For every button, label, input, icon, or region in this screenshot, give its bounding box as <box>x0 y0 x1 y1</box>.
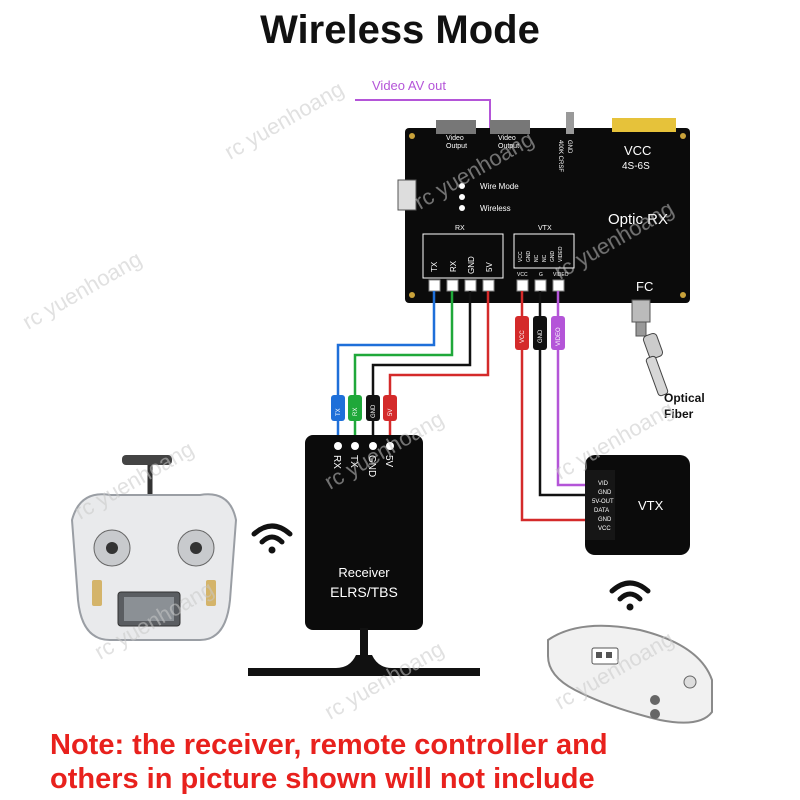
board-vtx-g: G <box>539 272 543 278</box>
svg-text:NC: NC <box>534 254 540 262</box>
sleeve-label-tx: TX <box>336 408 342 416</box>
rx-wire-sleeves: TX RX GND 5V <box>331 395 397 421</box>
vtx-group-label: VTX <box>538 225 552 232</box>
wire-5v <box>388 291 490 395</box>
svg-text:GND: GND <box>550 251 556 263</box>
sleeve-label-rx: RX <box>353 408 359 416</box>
remote-controller-image <box>70 455 238 641</box>
wire-mode-label: Wire Mode <box>480 182 519 191</box>
video-output-1-line1: Video <box>446 135 464 142</box>
video-av-out-label: Video AV out <box>372 78 446 93</box>
svg-text:NC: NC <box>542 254 548 262</box>
video-output-2-line1: Video <box>498 135 516 142</box>
receiver-label: Receiver <box>338 565 390 580</box>
svg-text:VID: VID <box>598 481 609 487</box>
sleeve-label-vcc: VCC <box>520 330 526 343</box>
svg-text:5V-OUT: 5V-OUT <box>592 499 614 505</box>
wire-gnd <box>371 291 472 395</box>
vtx-label: VTX <box>638 498 664 513</box>
svg-text:VCC: VCC <box>518 251 524 262</box>
receiver-pin-5v: 5V <box>383 455 394 468</box>
sleeve-label-video: VIDEO <box>556 327 562 346</box>
crsf-label: 400K CRSF <box>557 140 563 172</box>
rx-group-label: RX <box>455 225 465 232</box>
board-pin-rx: RX <box>449 260 458 272</box>
vtx-sockets <box>516 279 565 292</box>
receiver-pin-gnd: GND <box>366 455 377 477</box>
svg-text:DATA: DATA <box>594 508 609 514</box>
optic-rx-board: Video Output Video Output GND 400K CRSF … <box>397 112 690 303</box>
wire-vtx-vcc <box>520 291 585 522</box>
note-line-1: Note: the receiver, remote controller an… <box>50 729 608 761</box>
vtx-pin-labels: VID GND 5V-OUT DATA GND VCC <box>592 481 614 532</box>
svg-text:GND: GND <box>526 251 532 263</box>
receiver-pin-tx: TX <box>348 455 359 468</box>
svg-text:VIDEO: VIDEO <box>558 246 564 262</box>
wire-rx <box>353 291 454 395</box>
optical-fiber-connector <box>631 299 669 397</box>
wire-vtx-video <box>556 291 585 487</box>
svg-text:VCC: VCC <box>598 526 611 532</box>
board-vtx-video: VIDEO <box>553 272 569 278</box>
wireless-label: Wireless <box>480 204 511 213</box>
power-connector <box>612 118 676 132</box>
wifi-icon <box>251 523 293 554</box>
board-pin-5v: 5V <box>485 262 494 272</box>
sleeve-label-5v: 5V <box>388 409 394 416</box>
video-connector-1 <box>436 120 476 134</box>
wire-tx <box>336 291 436 395</box>
voltage-label: 4S-6S <box>622 161 650 172</box>
svg-text:GND: GND <box>598 517 612 523</box>
board-pin-tx: TX <box>430 261 439 272</box>
mode-switch[interactable] <box>397 179 417 211</box>
board-pin-gnd: GND <box>467 256 476 274</box>
rx-wires <box>336 291 490 440</box>
optical-fiber-label-1: Optical <box>664 391 705 405</box>
watermark: rc yuenhoang <box>320 636 448 724</box>
receiver-module: RX TX GND 5V Receiver ELRS/TBS <box>305 435 423 630</box>
board-vtx-vcc: VCC <box>517 272 528 278</box>
vtx-wires <box>520 291 585 522</box>
diagram-title: Wireless Mode <box>260 8 540 52</box>
antenna <box>248 628 480 676</box>
receiver-protocol-label: ELRS/TBS <box>330 584 398 600</box>
video-output-2-line2: Output <box>498 143 519 150</box>
sleeve-label-vtx-gnd: GND <box>538 329 544 343</box>
vtx-wire-sleeves: VCC GND VIDEO <box>515 316 565 350</box>
video-output-1-line2: Output <box>446 143 467 150</box>
vcc-label: VCC <box>624 143 651 158</box>
svg-text:GND: GND <box>598 490 612 496</box>
note-line-2: others in picture shown will not include <box>50 763 595 795</box>
optic-rx-label: Optic RX <box>608 211 668 228</box>
sleeve-label-gnd: GND <box>371 404 377 418</box>
disclaimer-note: Note: the receiver, remote controller an… <box>50 728 790 796</box>
watermark: rc yuenhoang <box>18 246 146 334</box>
wifi-icon <box>609 580 651 611</box>
crsf-pin <box>566 112 574 134</box>
optical-fiber-label-2: Fiber <box>664 407 694 421</box>
wire-vtx-gnd <box>538 291 585 497</box>
watermark: rc yuenhoang <box>220 76 348 164</box>
receiver-pin-rx: RX <box>331 455 342 469</box>
fpv-goggles-image <box>547 624 713 724</box>
gnd-label: GND <box>566 140 572 154</box>
video-connector-2 <box>490 120 530 134</box>
fc-label: FC <box>636 279 653 294</box>
vtx-module: VID GND 5V-OUT DATA GND VCC VTX <box>585 455 690 555</box>
board-vtx-pin-labels: VCC GND NC NC GND VIDEO <box>518 246 564 262</box>
